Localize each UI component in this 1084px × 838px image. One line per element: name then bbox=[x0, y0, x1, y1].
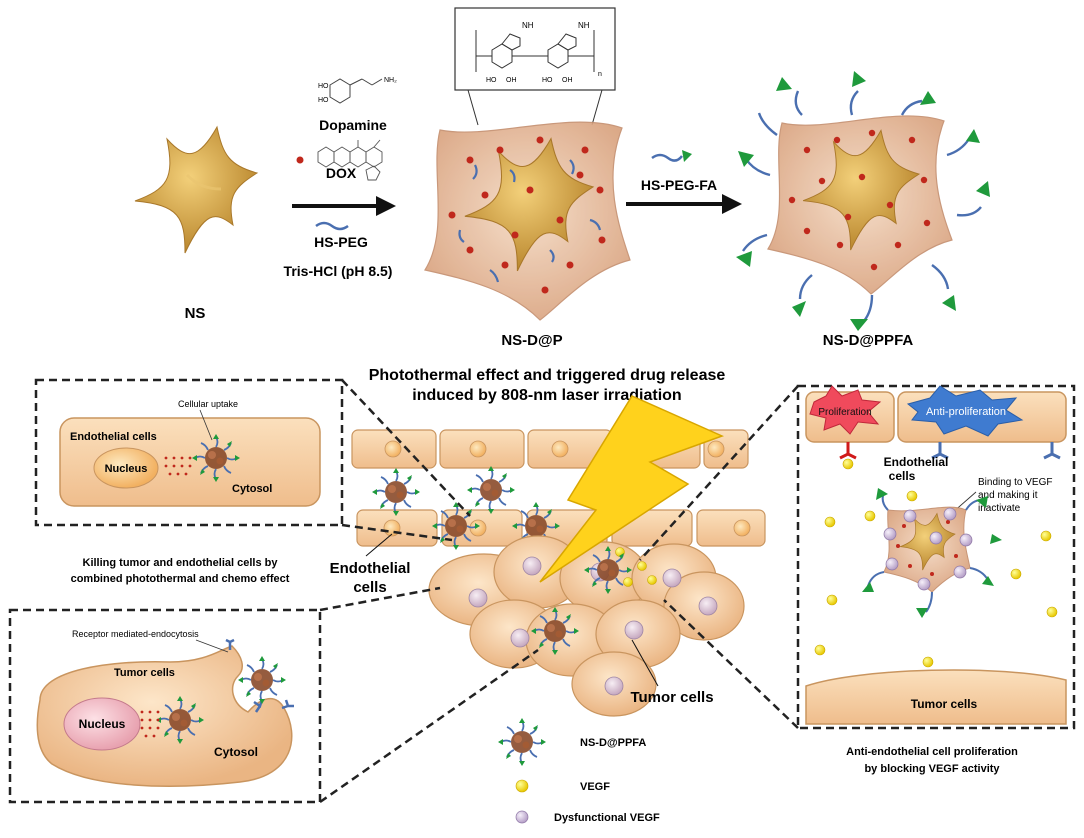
inset-tumor-nucleus bbox=[63, 697, 141, 751]
dopamine-nh2: NH₂ bbox=[384, 77, 397, 84]
inset-endothelial-connector-2 bbox=[341, 523, 453, 542]
tumor-pointer bbox=[631, 639, 659, 687]
inset-endothelial-cells-label: Endothelial cells bbox=[70, 431, 157, 443]
inset-right-receptor-vegf bbox=[842, 458, 854, 470]
inset-right-vegf-dots bbox=[814, 490, 1058, 668]
dox-structure bbox=[317, 139, 383, 181]
proliferation-burst bbox=[809, 385, 882, 435]
inset-endothelial-red-dots bbox=[164, 456, 192, 476]
dopamine-label: Dopamine bbox=[319, 117, 387, 133]
legend-dysfunctional-vegf-icon bbox=[515, 810, 529, 824]
photothermal-title-2: induced by 808-nm laser irradiation bbox=[412, 387, 681, 404]
nsdp-label: NS-D@P bbox=[501, 332, 562, 349]
inset-right-connector-2 bbox=[663, 599, 799, 729]
inset-endothelial-connector-1 bbox=[341, 379, 471, 517]
hs-peg-squiggle bbox=[315, 221, 349, 231]
hs-peg-fa-label: HS-PEG-FA bbox=[641, 177, 717, 193]
legend-nsdppfa-label: NS-D@PPFA bbox=[580, 737, 646, 749]
laser-lightning bbox=[539, 395, 725, 583]
inset-right-endothelial-label: Endothelial bbox=[884, 455, 949, 469]
inset-uptake-pointer bbox=[199, 409, 213, 441]
tris-label: Tris-HCl (pH 8.5) bbox=[284, 263, 393, 279]
inset-right-receptors bbox=[839, 442, 1061, 460]
legend-dysfunctional-vegf-label: Dysfunctional VEGF bbox=[554, 812, 660, 824]
polydopamine-structure bbox=[475, 30, 595, 72]
legend-nsdppfa-icon bbox=[497, 717, 547, 767]
inset-right-blocking-particle bbox=[862, 488, 1002, 618]
inset-endothelial-nucleus-label: Nucleus bbox=[105, 463, 148, 475]
vegf-dots-middle bbox=[615, 547, 657, 587]
endothelial-label-middle-2: cells bbox=[353, 579, 386, 596]
poly-oh-2: OH bbox=[562, 77, 573, 84]
poly-nh-right: NH bbox=[578, 21, 590, 30]
inset-receptor-pointer bbox=[195, 639, 229, 653]
endothelial-nuclei-bottom bbox=[383, 519, 751, 537]
tumor-label-middle: Tumor cells bbox=[630, 689, 713, 706]
anti-endothelial-caption-1: Anti-endothelial cell proliferation bbox=[846, 746, 1018, 758]
poly-pointer-left bbox=[467, 89, 479, 126]
poly-pointer-right bbox=[591, 89, 603, 126]
inset-tumor-cells-label: Tumor cells bbox=[114, 667, 175, 679]
dopamine-ho-1: HO bbox=[318, 83, 329, 90]
inset-right-connector-1 bbox=[639, 385, 799, 561]
poly-nh-left: NH bbox=[522, 21, 534, 30]
inset-right-endothelial-label-2: cells bbox=[889, 469, 916, 483]
hs-peg-fa-squiggle bbox=[651, 153, 683, 162]
inset-tumor-receptors bbox=[225, 638, 294, 713]
inset-right-tumor-cell bbox=[805, 669, 1067, 725]
inset-right-tumor-label: Tumor cells bbox=[911, 697, 978, 711]
ns-label: NS bbox=[185, 305, 206, 322]
polydopamine-structure-box bbox=[454, 7, 616, 91]
nsdp-particle bbox=[424, 121, 631, 321]
hs-peg-fa-triangle bbox=[682, 150, 692, 162]
nsdppfa-particle bbox=[736, 71, 990, 331]
inset-tumor-nucleus-label: Nucleus bbox=[79, 717, 126, 731]
proliferation-label: Proliferation bbox=[818, 407, 871, 418]
binding-label-2: and making it bbox=[978, 490, 1038, 501]
poly-ho-2: HO bbox=[542, 77, 553, 84]
inset-tumor-cytosol-label: Cytosol bbox=[214, 745, 258, 759]
legend-vegf-icon bbox=[515, 779, 529, 793]
anti-proliferation-label: Anti-proliferation bbox=[926, 406, 1006, 418]
inset-tumor-red-dots bbox=[140, 710, 160, 738]
hs-peg-label: HS-PEG bbox=[314, 234, 368, 250]
anti-endothelial-caption-2: by blocking VEGF activity bbox=[864, 763, 1000, 775]
dox-label: DOX bbox=[326, 165, 357, 181]
killing-caption-2: combined photothermal and chemo effect bbox=[71, 573, 290, 585]
inset-tumor-connector-1 bbox=[319, 586, 441, 612]
inset-receptor-label: Receptor mediated-endocytosis bbox=[72, 629, 199, 639]
killing-caption-1: Killing tumor and endothelial cells by bbox=[83, 557, 279, 569]
inset-endothelial-cytosol-label: Cytosol bbox=[232, 483, 272, 495]
poly-n: n bbox=[598, 71, 602, 78]
legend-vegf-label: VEGF bbox=[580, 781, 610, 793]
binding-label-3: inactivate bbox=[978, 503, 1021, 514]
ns-nanostar bbox=[134, 126, 258, 254]
inset-cellular-uptake-label: Cellular uptake bbox=[178, 399, 238, 409]
endothelial-pointer bbox=[365, 533, 393, 557]
nsdppfa-label: NS-D@PPFA bbox=[823, 332, 914, 349]
dopamine-ho-2: HO bbox=[318, 97, 329, 104]
poly-ho-1: HO bbox=[486, 77, 497, 84]
binding-label-1: Binding to VEGF bbox=[978, 477, 1052, 488]
photothermal-title-1: Photothermal effect and triggered drug r… bbox=[369, 367, 726, 384]
inset-endothelial-nucleus bbox=[93, 447, 159, 489]
poly-oh-1: OH bbox=[506, 77, 517, 84]
inset-tumor-connector-2 bbox=[319, 648, 539, 804]
anti-proliferation-burst bbox=[906, 385, 1024, 437]
dopamine-structure bbox=[329, 78, 383, 104]
endothelial-label-middle: Endothelial bbox=[330, 560, 411, 577]
dox-red-dot bbox=[296, 156, 304, 164]
